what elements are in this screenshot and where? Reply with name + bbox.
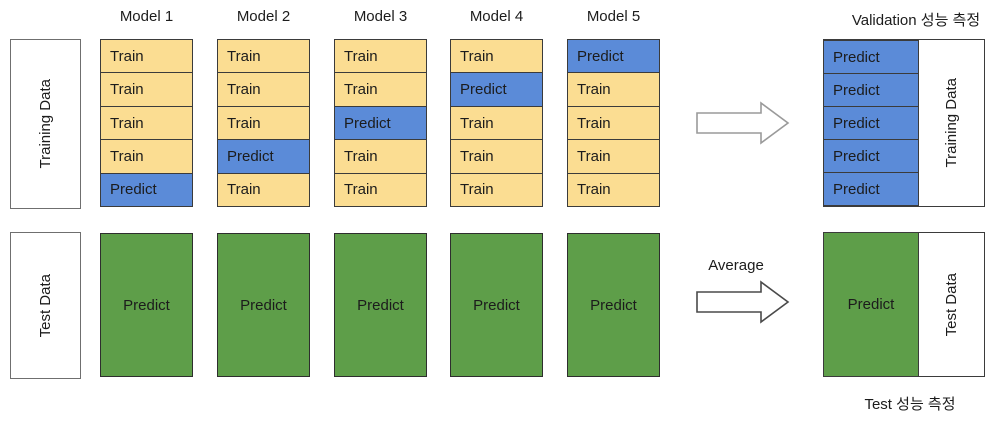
model-4-fold-2: Predict <box>450 72 543 107</box>
model-4-fold-1: Train <box>450 39 543 74</box>
model-1-fold-1: Train <box>100 39 193 74</box>
test-result-predict: Predict <box>824 233 919 376</box>
model-5-fold-3: Train <box>567 105 660 141</box>
validation-arrow-icon <box>696 101 790 145</box>
validation-predict-4: Predict <box>823 139 919 173</box>
model-3-fold-1: Train <box>334 39 427 74</box>
model-3-fold-3: Predict <box>334 105 427 141</box>
test-data-box: Test Data <box>10 232 81 379</box>
model-4-fold-5: Train <box>450 172 543 208</box>
model-5-fold-1: Predict <box>567 39 660 74</box>
model-2-test-predict: Predict <box>217 233 310 377</box>
model-5-fold-4: Train <box>567 139 660 174</box>
validation-predict-2: Predict <box>823 73 919 107</box>
model-4-fold-4: Train <box>450 139 543 174</box>
model-3-fold-2: Train <box>334 72 427 107</box>
model-5-fold-5: Train <box>567 172 660 208</box>
model-4-fold-3: Train <box>450 105 543 141</box>
model-5-column: Predict Train Train Train Train <box>567 39 660 208</box>
validation-result-box: Predict Predict Predict Predict Predict … <box>823 39 985 207</box>
model-4-test-predict: Predict <box>450 233 543 377</box>
model-3-header: Model 3 <box>353 8 408 25</box>
validation-predict-5: Predict <box>823 172 919 206</box>
model-2-fold-5: Train <box>217 172 310 208</box>
model-1-header: Model 1 <box>119 8 174 25</box>
model-1-fold-2: Train <box>100 72 193 107</box>
average-arrow-icon <box>696 280 790 324</box>
model-2-fold-1: Train <box>217 39 310 74</box>
test-caption: Test 성능 측정 <box>864 396 956 413</box>
model-4-column: Train Predict Train Train Train <box>450 39 543 208</box>
model-2-fold-3: Train <box>217 105 310 141</box>
model-2-fold-2: Train <box>217 72 310 107</box>
model-1-fold-3: Train <box>100 105 193 141</box>
validation-predict-1: Predict <box>823 40 919 74</box>
model-3-fold-4: Train <box>334 139 427 174</box>
validation-title: Validation 성능 측정 <box>851 12 981 29</box>
model-4-header: Model 4 <box>469 8 524 25</box>
model-1-column: Train Train Train Train Predict <box>100 39 193 208</box>
training-data-box: Training Data <box>10 39 81 209</box>
test-data-label: Test Data <box>37 273 54 338</box>
validation-predict-3: Predict <box>823 106 919 140</box>
model-5-header: Model 5 <box>586 8 641 25</box>
model-1-fold-5: Predict <box>100 172 193 208</box>
validation-side-panel: Training Data <box>919 40 984 206</box>
model-5-fold-2: Train <box>567 72 660 107</box>
test-result-test-data-label: Test Data <box>943 272 960 337</box>
model-3-fold-5: Train <box>334 172 427 208</box>
validation-predict-column: Predict Predict Predict Predict Predict <box>823 40 919 206</box>
validation-training-data-label: Training Data <box>943 78 960 168</box>
model-1-fold-4: Train <box>100 139 193 174</box>
training-data-label: Training Data <box>37 79 54 169</box>
model-2-header: Model 2 <box>236 8 291 25</box>
average-label: Average <box>708 257 764 274</box>
model-3-test-predict: Predict <box>334 233 427 377</box>
model-2-column: Train Train Train Predict Train <box>217 39 310 208</box>
model-5-test-predict: Predict <box>567 233 660 377</box>
test-side-panel: Test Data <box>919 233 984 376</box>
model-2-fold-4: Predict <box>217 139 310 174</box>
test-result-box: Predict Test Data <box>823 232 985 377</box>
model-3-column: Train Train Predict Train Train <box>334 39 427 208</box>
model-1-test-predict: Predict <box>100 233 193 377</box>
